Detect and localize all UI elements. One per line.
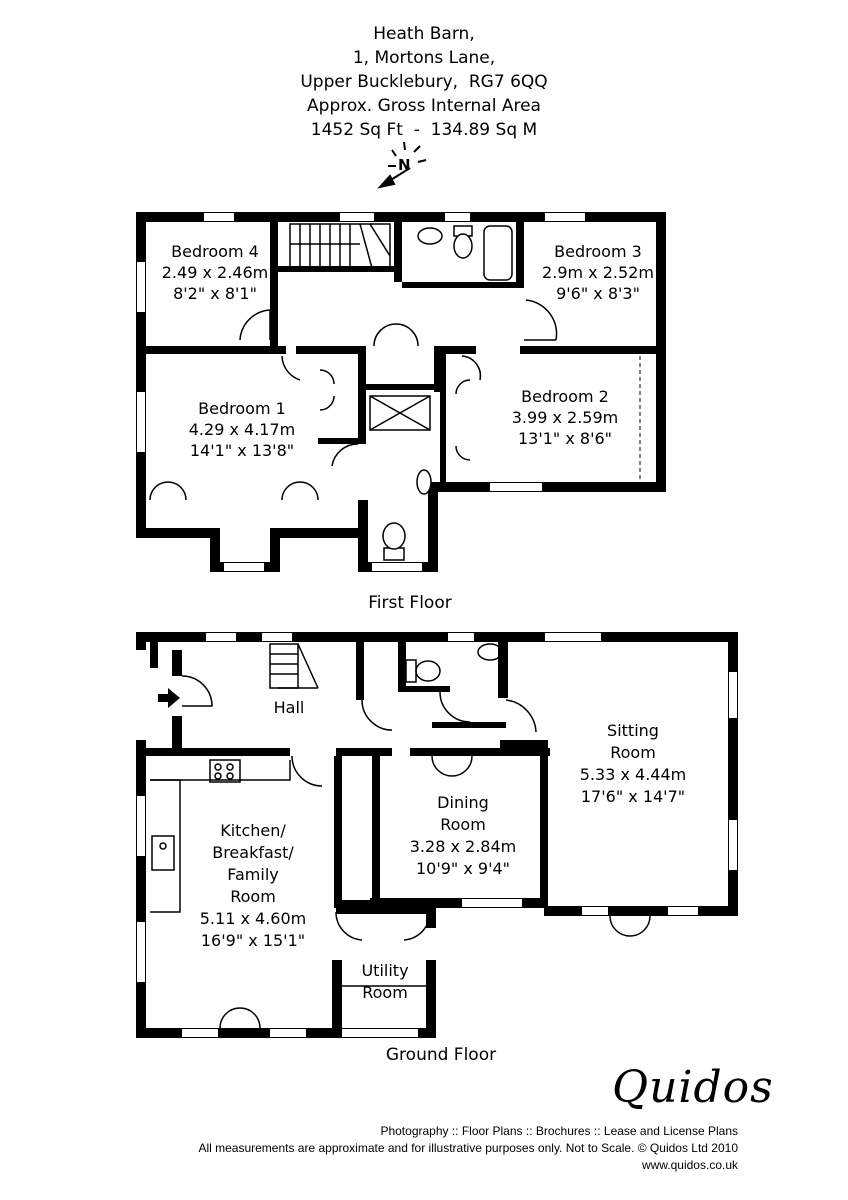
room-metric-bedroom-4: 2.49 x 2.46m xyxy=(162,263,268,282)
room-name-kitchen-line2: Breakfast/ xyxy=(212,843,294,862)
first-floor-plan: Bedroom 4 2.49 x 2.46m 8'2" x 8'1" Bedro… xyxy=(136,212,666,613)
ground-floor-plan: Hall Sitting Room 5.33 x 4.44m 17'6" x 1… xyxy=(136,632,738,1065)
footer-disclaimer: All measurements are approximate and for… xyxy=(198,1141,738,1155)
room-name-hall: Hall xyxy=(274,698,305,717)
property-name: Heath Barn, xyxy=(373,24,475,44)
room-metric-bedroom-2: 3.99 x 2.59m xyxy=(512,408,618,427)
room-metric-sitting: 5.33 x 4.44m xyxy=(580,765,686,784)
room-imperial-bedroom-1: 14'1" x 13'8" xyxy=(190,441,294,460)
room-name-bedroom-2: Bedroom 2 xyxy=(521,387,609,406)
address-town-postcode: Upper Bucklebury, RG7 6QQ xyxy=(300,72,548,92)
room-name-sitting-line1: Sitting xyxy=(607,721,659,740)
quidos-logo: Quidos xyxy=(612,1062,774,1113)
room-imperial-bedroom-2: 13'1" x 8'6" xyxy=(518,429,612,448)
compass-letter: N xyxy=(398,156,411,174)
room-name-bedroom-1: Bedroom 1 xyxy=(198,399,286,418)
ground-floor-title: Ground Floor xyxy=(386,1045,496,1065)
room-imperial-dining: 10'9" x 9'4" xyxy=(416,859,510,878)
north-compass-icon: N xyxy=(377,141,427,189)
room-imperial-bedroom-4: 8'2" x 8'1" xyxy=(173,284,257,303)
room-metric-kitchen: 5.11 x 4.60m xyxy=(200,909,306,928)
footer-website: www.quidos.co.uk xyxy=(641,1158,738,1172)
room-imperial-bedroom-3: 9'6" x 8'3" xyxy=(556,284,640,303)
room-name-dining-line1: Dining xyxy=(437,793,489,812)
room-name-bedroom-4: Bedroom 4 xyxy=(171,242,259,261)
room-metric-dining: 3.28 x 2.84m xyxy=(410,837,516,856)
address-street: 1, Mortons Lane, xyxy=(352,48,496,68)
room-metric-bedroom-3: 2.9m x 2.52m xyxy=(542,263,654,282)
room-name-utility-line2: Room xyxy=(362,983,408,1002)
property-header: Heath Barn, 1, Mortons Lane, Upper Buckl… xyxy=(0,22,848,142)
room-name-kitchen-line1: Kitchen/ xyxy=(220,821,286,840)
room-name-dining-line2: Room xyxy=(440,815,486,834)
area-caption: Approx. Gross Internal Area xyxy=(307,96,541,116)
room-imperial-sitting: 17'6" x 14'7" xyxy=(581,787,685,806)
room-name-utility-line1: Utility xyxy=(361,961,408,980)
room-imperial-kitchen: 16'9" x 15'1" xyxy=(201,931,305,950)
room-name-bedroom-3: Bedroom 3 xyxy=(554,242,642,261)
room-name-kitchen-line4: Room xyxy=(230,887,276,906)
room-name-sitting-line2: Room xyxy=(610,743,656,762)
entrance-arrow-icon xyxy=(158,688,180,708)
room-metric-bedroom-1: 4.29 x 4.17m xyxy=(189,420,295,439)
first-floor-title: First Floor xyxy=(368,593,451,613)
room-name-kitchen-line3: Family xyxy=(227,865,278,884)
area-value: 1452 Sq Ft - 134.89 Sq M xyxy=(310,120,538,140)
footer-services: Photography :: Floor Plans :: Brochures … xyxy=(380,1124,738,1138)
